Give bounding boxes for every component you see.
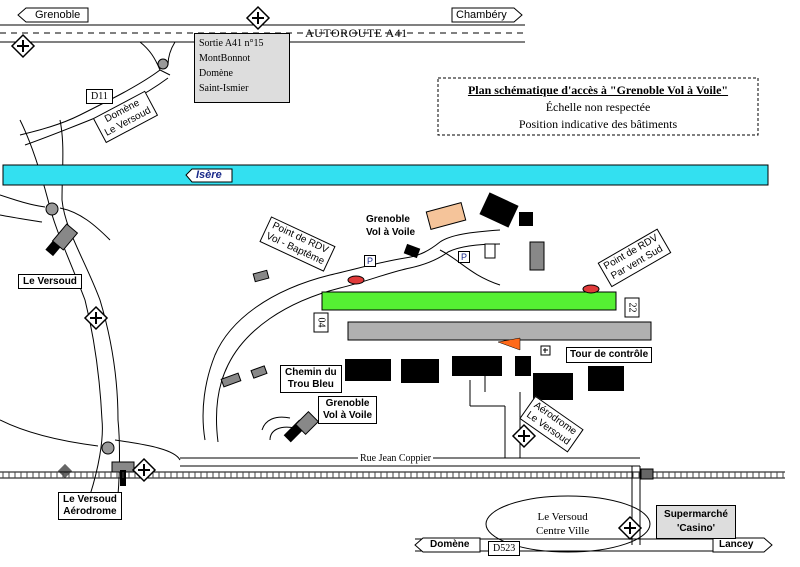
map-title-line2: Échelle non respectée [545,100,651,114]
field-access-road [202,229,501,443]
versoud-aero-line1: Le Versoud [63,494,117,505]
centre-line1: Le Versoud [537,511,588,523]
north-buildings [403,192,545,271]
rdv-marker-west [347,275,365,285]
chemin-line1: Chemin du [285,367,337,378]
centre-line2: Centre Ville [536,525,590,537]
super-line2: 'Casino' [676,523,716,534]
chemin-trou-bleu-label: Chemin du Trou Bleu [280,365,342,393]
direction-domene: Domène [430,539,470,550]
river-label: Isère [196,169,222,181]
centre-ville-area [485,495,651,553]
grey-sheds [220,269,270,388]
exit-sign: Sortie A41 n°15 MontBonnot Domène Saint-… [194,33,290,103]
highway-name: AUTOROUTE A41 [305,26,408,40]
river-isere [2,164,769,186]
runway-threshold-22: 22 [624,297,640,318]
exit-sign-line2: MontBonnot [199,53,251,64]
exit-ramp [19,41,176,146]
centre-ville-label: Le Versoud Centre Ville [536,510,589,538]
le-versoud-label: Le Versoud [18,274,82,289]
d523-label: D523 [488,541,521,556]
exit-sign-line1: Sortie A41 n°15 [199,38,264,49]
windsock [497,337,521,351]
exit-sign-line4: Saint-Ismier [199,83,249,94]
grass-runway [321,291,617,311]
chemin-line2: Trou Bleu [287,379,334,390]
parking-sign-1: P [364,255,377,267]
airport-icon [10,5,643,541]
d11-label: D11 [86,89,113,104]
paved-runway [347,321,652,341]
direction-grenoble: Grenoble [35,9,81,21]
parking-sign-2: P [458,251,471,263]
railway [0,471,785,479]
gvv-top-line2: Vol à Voile [366,227,416,238]
rdv-marker-east [582,284,600,294]
direction-arrows [17,7,773,553]
le-versoud-building [45,223,79,257]
gvv-entry-bottom [283,410,320,443]
gvv-top-line1: Grenoble [366,214,410,225]
gvv-bottom-line2: Vol à Voile [323,410,373,421]
runway-threshold-04: 04 [313,312,329,333]
gvv-bottom-line1: Grenoble [325,398,370,409]
map-title: Plan schématique d'accès à "Grenoble Vol… [440,82,756,133]
direction-lancey: Lancey [719,539,754,550]
super-line1: Supermarché [664,509,728,520]
direction-chambery: Chambéry [456,9,507,21]
map-title-line1: Plan schématique d'accès à "Grenoble Vol… [467,83,729,97]
versoud-aerodrome-label: Le Versoud Aérodrome [58,492,122,520]
versoud-aero-line2: Aérodrome [63,506,117,517]
gvv-label-top: Grenoble Vol à Voile [366,213,415,239]
exit-sign-line3: Domène [199,68,233,79]
gvv-label-bottom: Grenoble Vol à Voile [318,396,378,424]
rue-jean-coppier-label: Rue Jean Coppier [358,453,434,464]
tour-controle-label: Tour de contrôle [566,347,653,363]
map-title-line3: Position indicative des bâtiments [518,117,678,131]
hangars [345,356,624,400]
supermarche-label: Supermarché 'Casino' [656,505,736,539]
title-box [437,77,759,136]
